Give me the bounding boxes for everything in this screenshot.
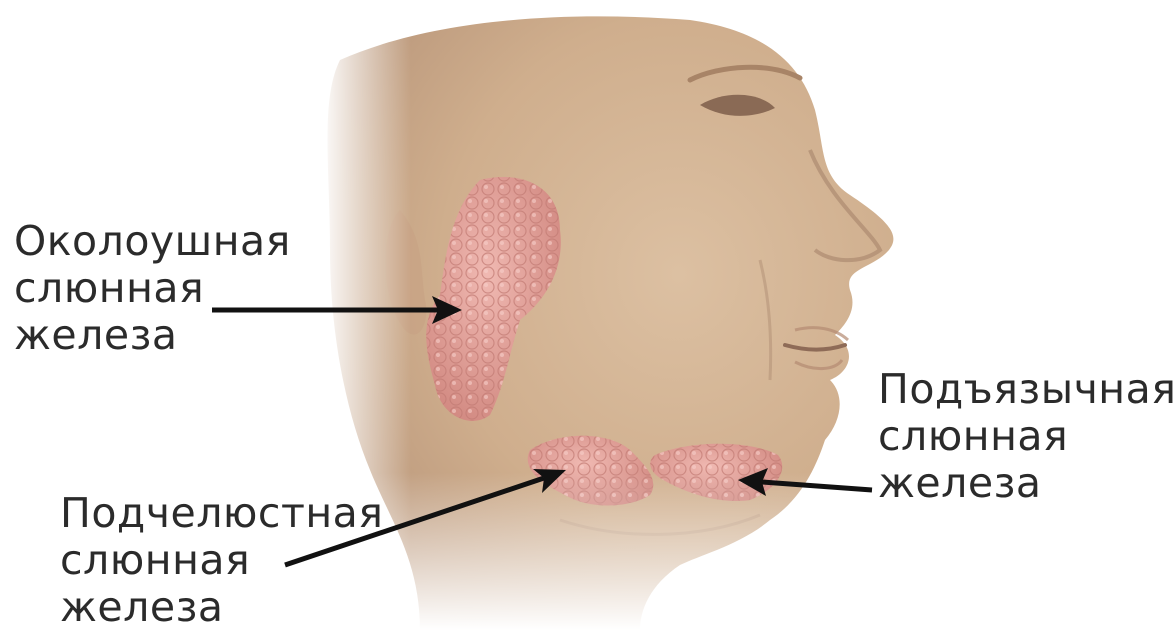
label-line: слюнная bbox=[60, 537, 383, 584]
submandibular-gland-label: Подчелюстная слюнная железа bbox=[60, 490, 383, 631]
fade-overlay-bottom bbox=[320, 0, 920, 630]
label-line: Подчелюстная bbox=[60, 490, 383, 537]
label-line: слюнная bbox=[14, 265, 291, 312]
label-line: железа bbox=[878, 460, 1175, 507]
label-line: железа bbox=[14, 312, 291, 359]
label-line: Околоушная bbox=[14, 218, 291, 265]
sublingual-gland-label: Подъязычная слюнная железа bbox=[878, 366, 1175, 507]
label-line: слюнная bbox=[878, 413, 1175, 460]
label-line: Подъязычная bbox=[878, 366, 1175, 413]
parotid-gland-label: Околоушная слюнная железа bbox=[14, 218, 291, 359]
label-line: железа bbox=[60, 584, 383, 631]
